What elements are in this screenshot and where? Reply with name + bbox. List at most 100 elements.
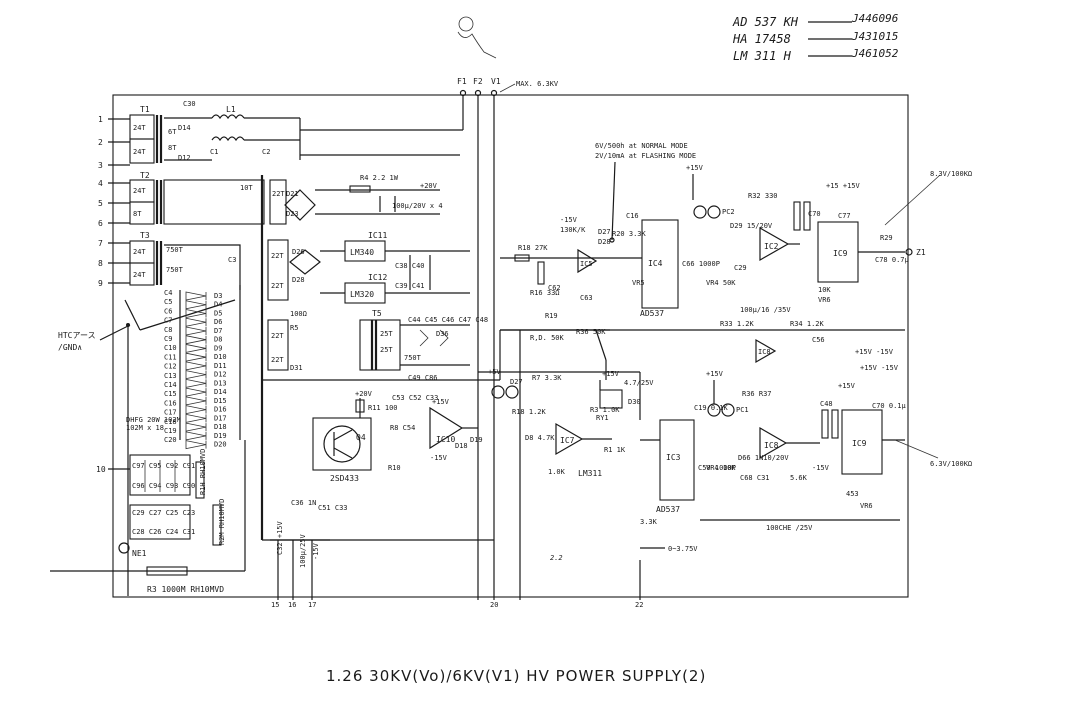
ad537-ic3: IC3 AD537 C19 0.1K C50 1000P 3.3K xyxy=(640,404,736,526)
part-2-ref: J431015 xyxy=(851,30,898,43)
terminal-f2: F2 xyxy=(473,77,483,86)
svg-text:D29 15/20V: D29 15/20V xyxy=(730,222,773,230)
ic2-label: IC2 xyxy=(764,242,779,251)
terminal-16: 16 xyxy=(288,601,296,609)
t1-turns-3: 6T xyxy=(168,128,177,136)
ic9-bottom: IC9 453 VR6 +15V +15V -15V C70 0.1μ C48 … xyxy=(820,364,972,510)
stack-capacitor-label: C9 xyxy=(164,335,172,343)
ic9-bottom-label: IC9 xyxy=(852,439,867,448)
stack-diode-symbol xyxy=(185,431,207,441)
svg-text:+15V -15V: +15V -15V xyxy=(855,348,894,356)
ic9-top-label: IC9 xyxy=(833,249,848,258)
op-amp-ic2: IC2 D29 15/20V C29 VR4 50K R32 330 xyxy=(706,192,800,287)
t2-label: T2 xyxy=(140,171,150,180)
t1-label: T1 xyxy=(140,105,150,114)
ic11-label: IC11 xyxy=(368,231,387,240)
terminal-3: 3 xyxy=(98,161,103,170)
svg-text:R29: R29 xyxy=(880,234,893,242)
out2-note: 6.3V/100KΩ xyxy=(930,460,972,468)
stack-capacitor-label: C19 xyxy=(164,427,177,435)
bus-lines xyxy=(262,330,900,541)
stack-capacitor-label: C13 xyxy=(164,372,177,380)
q4-label: Q4 xyxy=(356,433,366,442)
stack-diode-label: D13 xyxy=(214,379,227,387)
svg-text:D21: D21 xyxy=(286,190,299,198)
stack-diode-label: D16 xyxy=(214,406,227,414)
svg-text:R1 1K: R1 1K xyxy=(604,446,626,454)
scribble-value: 2.2 xyxy=(550,554,563,562)
c2-label: C2 xyxy=(262,148,270,156)
ic5-label: IC5 xyxy=(580,260,593,268)
svg-text:C63: C63 xyxy=(580,294,593,302)
svg-text:D31: D31 xyxy=(290,364,303,372)
cap-x4-note: 100μ/20V x 4 xyxy=(392,202,443,210)
svg-text:C66 1000P: C66 1000P xyxy=(682,260,720,268)
ic3-label: IC3 xyxy=(666,453,681,462)
regulator-ic11: 22T 22T D26 D28 IC11 LM340 IC12 LM320 C3… xyxy=(267,231,470,304)
terminal-8: 8 xyxy=(98,259,103,268)
transformer-t1: T1 24T 24T 6T 8T C30 D14 D12 L1 C1 C2 xyxy=(129,100,463,164)
terminal-5: 5 xyxy=(98,199,103,208)
stack-capacitor-label: C7 xyxy=(164,317,172,325)
scribble-mark xyxy=(457,16,497,59)
stack-capacitor-label: C6 xyxy=(164,307,172,315)
t3-turns-3: 750T xyxy=(166,246,184,254)
svg-text:+15V: +15V xyxy=(838,382,856,390)
svg-text:R19: R19 xyxy=(545,312,558,320)
t2-turns-1: 24T xyxy=(133,187,146,195)
terminal-z1: Z1 xyxy=(916,248,926,257)
svg-text:750T: 750T xyxy=(404,354,422,362)
stack-diode-symbol xyxy=(185,300,207,310)
transformer-t2: T2 24T 8T 10T xyxy=(129,171,265,540)
transistor-q4: Q4 2SD433 +20V R11 100 xyxy=(312,390,398,483)
terminal-f1: F1 xyxy=(457,77,467,86)
bridge-rectifier-d21: 22T D21 D23 R4 2.2 1W +20V 100μ/20V x 4 xyxy=(269,174,443,225)
svg-text:D30: D30 xyxy=(628,398,641,406)
c3-label: C3 xyxy=(228,256,236,264)
svg-text:D36: D36 xyxy=(436,330,449,338)
svg-text:100μ/16 /35V: 100μ/16 /35V xyxy=(740,306,791,314)
c30-label: C30 xyxy=(183,100,196,108)
lm340-label: LM340 xyxy=(350,248,374,257)
stack-capacitor-label: C4 xyxy=(164,289,172,297)
hv-label-1: HTCアース xyxy=(58,331,96,340)
mode-notes: 6V/500h at NORMAL MODE 2V/10mA at FLASHI… xyxy=(595,142,696,243)
stack-diode-label: D8 xyxy=(214,336,222,344)
t5-label: T5 xyxy=(372,309,382,318)
svg-text:R10: R10 xyxy=(388,464,401,472)
figure-caption: 1.26 30KV(Vo)/6KV(V1) HV POWER SUPPLY(2) xyxy=(326,667,706,685)
stack-diode-label: D7 xyxy=(214,327,222,335)
hv-ground-label: HTCアース /GND∧ xyxy=(58,299,236,596)
mode-note-2: 2V/10mA at FLASHING MODE xyxy=(595,152,696,160)
svg-text:R34 1.2K: R34 1.2K xyxy=(790,320,825,328)
bottom-terminals: 15 16 17 20 22 xyxy=(271,560,643,609)
svg-text:22T: 22T xyxy=(271,282,284,290)
svg-text:4.7/25V: 4.7/25V xyxy=(624,379,654,387)
transformer-t3: T3 24T 24T 750T 750T C3 xyxy=(129,231,241,290)
c1-label: C1 xyxy=(210,148,218,156)
svg-text:C53 C52 C33: C53 C52 C33 xyxy=(392,394,438,402)
stack-diode-label: D4 xyxy=(214,301,222,309)
stack-diode-symbol xyxy=(185,396,207,406)
stack-diode-symbol xyxy=(185,405,207,415)
stack-capacitor-label: C10 xyxy=(164,344,177,352)
svg-text:D19: D19 xyxy=(470,436,483,444)
svg-text:+15V -15V: +15V -15V xyxy=(860,364,899,372)
svg-text:C70 0.1μ: C70 0.1μ xyxy=(872,402,907,410)
svg-text:C97 C95 C92 C91: C97 C95 C92 C91 xyxy=(132,462,195,470)
svg-text:D26: D26 xyxy=(292,248,305,256)
svg-text:VR4 10K: VR4 10K xyxy=(706,464,736,472)
t3-turns-2: 24T xyxy=(133,271,146,279)
stack-capacitor-label: C14 xyxy=(164,381,177,389)
stack-diode-label: D12 xyxy=(214,371,227,379)
max-note: MAX. 6.3KV xyxy=(516,80,559,88)
svg-text:R8 C54: R8 C54 xyxy=(390,424,415,432)
r4-note: R4 2.2 1W xyxy=(360,174,399,182)
ic4-label: IC4 xyxy=(648,259,663,268)
svg-text:C36 1N: C36 1N xyxy=(291,499,316,507)
op-amp-ic6: IC8 D66 1N10/20V C68 C31 R36 R37 VR4 10K xyxy=(706,390,820,482)
svg-text:R32 330: R32 330 xyxy=(748,192,778,200)
stack-diode-label: D19 xyxy=(214,432,227,440)
output-z1: Z1 8.3V/100KΩ xyxy=(858,170,972,257)
terminal-7: 7 xyxy=(98,239,103,248)
